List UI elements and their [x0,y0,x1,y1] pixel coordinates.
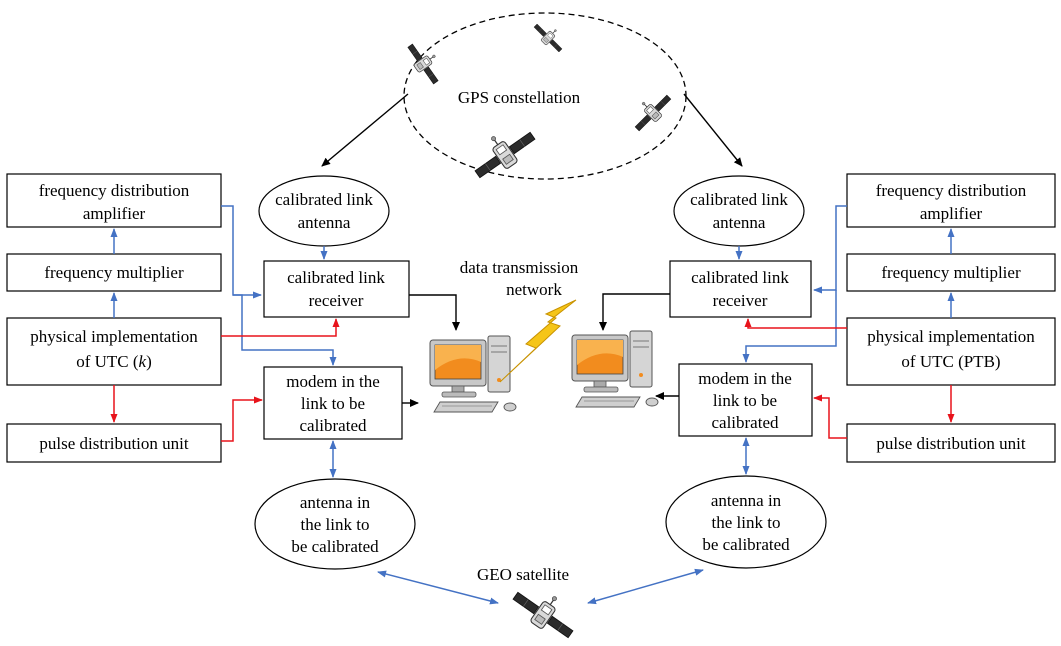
left-calibrated-link-antenna-label-1: calibrated link [275,190,373,209]
lightning-icon [499,299,577,383]
left-utc-to-receiver-line [221,318,340,337]
left-modem-label-2: link to be [301,394,365,413]
left-pulse-distribution-label: pulse distribution unit [39,434,189,453]
right-pulse-distribution-label: pulse distribution unit [876,434,1026,453]
left-pulse-distribution-box [6,423,222,463]
geo-satellite-label: GEO satellite [477,565,569,584]
left-antenna-label-2: the link to [301,515,370,534]
left-utc-label-1: physical implementation [30,327,198,346]
satellite-icon [507,577,584,646]
network-label-1: data transmission [460,258,579,277]
gps-to-right-antenna-arrow [683,93,743,167]
right-modem-box [678,363,813,437]
left-calibrated-link-receiver-label-1: calibrated link [287,268,385,287]
right-frequency-multiplier-label: frequency multiplier [881,263,1021,282]
right-calibrated-link-antenna-label-1: calibrated link [690,190,788,209]
right-calibrated-link-antenna-label-2: antenna [713,213,766,232]
right-receiver-to-computer-arrow [599,293,670,331]
right-antenna-to-be-calibrated [665,475,827,569]
right-freq-to-receiver-line [813,205,847,294]
left-modem-box [263,366,403,440]
right-frequency-distribution-box [846,173,1056,228]
right-frequency-distribution-label-2: amplifier [920,204,983,223]
left-receiver-to-computer-arrow [409,294,460,331]
right-antenna-to-geo-link [587,568,704,605]
computer-icon [429,335,517,413]
right-calibrated-link-receiver-box [669,260,812,318]
left-calibrated-link-receiver-label-2: receiver [309,291,364,310]
gps-to-left-antenna-arrow [321,93,409,167]
left-pulse-to-modem-line [221,396,263,442]
gps-constellation-label: GPS constellation [458,88,581,107]
right-frequency-multiplier-box [846,253,1056,292]
right-modem-label-1: modem in the [698,369,791,388]
left-frequency-distribution-label-1: frequency distribution [39,181,190,200]
left-calibrated-link-antenna-label-2: antenna [298,213,351,232]
left-utc-box [6,317,222,386]
right-calibrated-link-antenna [673,175,805,247]
right-antenna-label-2: the link to [712,513,781,532]
right-calibrated-link-receiver-label-2: receiver [713,291,768,310]
right-pulse-distribution-box [846,423,1056,463]
left-freq-to-receiver-line [221,205,262,299]
left-antenna-label-1: antenna in [300,493,371,512]
left-utc-label-2: of UTC (k) [76,352,152,371]
left-modem-label-3: calibrated [299,416,367,435]
left-frequency-distribution-box [6,173,222,228]
left-calibrated-link-receiver-box [263,260,410,318]
computer-icon [571,330,659,408]
right-utc-to-receiver-line [744,318,847,329]
left-calibrated-link-antenna [258,175,390,247]
network-label-2: network [506,280,562,299]
right-modem-label-3: calibrated [711,413,779,432]
right-antenna-label-1: antenna in [711,491,782,510]
left-modem-label-1: modem in the [286,372,379,391]
right-modem-label-2: link to be [713,391,777,410]
right-calibrated-link-receiver-label-1: calibrated link [691,268,789,287]
left-frequency-multiplier-label: frequency multiplier [44,263,184,282]
right-utc-label-2: of UTC (PTB) [901,352,1000,371]
left-antenna-to-be-calibrated [254,478,416,570]
right-antenna-label-3: be calibrated [702,535,790,554]
right-utc-label-1: physical implementation [867,327,1035,346]
right-frequency-distribution-label-1: frequency distribution [876,181,1027,200]
left-freq-to-modem-line [233,294,337,366]
right-pulse-to-modem-line [813,394,847,439]
right-freq-to-modem-line [742,290,837,363]
left-frequency-distribution-label-2: amplifier [83,204,146,223]
left-antenna-to-geo-link [377,570,499,605]
left-antenna-label-3: be calibrated [291,537,379,556]
